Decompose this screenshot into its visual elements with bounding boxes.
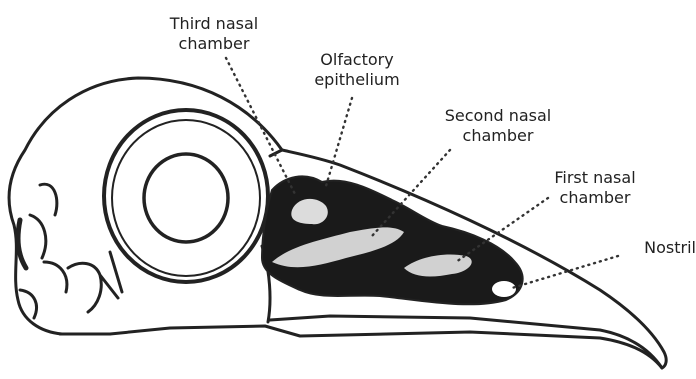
occipital-detail [20, 184, 67, 318]
label-third-nasal-chamber: Third nasal chamber [158, 14, 270, 54]
skull-rear-thick [18, 220, 26, 268]
label-nostril: Nostril [612, 238, 696, 258]
orbit-ring-outer [104, 110, 268, 282]
orbit-ring-inner [112, 120, 260, 276]
label-olfactory-epithelium: Olfactory epithelium [294, 50, 420, 90]
leader-olfactory [326, 98, 352, 186]
leader-nostril [512, 256, 618, 288]
quadrate-detail [68, 252, 122, 312]
label-olf-line2: epithelium [294, 70, 420, 90]
nostril-highlight [492, 281, 516, 297]
nasal-chambers [262, 176, 523, 304]
label-second-line2: chamber [432, 126, 564, 146]
orbit [104, 110, 268, 282]
label-third-line1: Third nasal [158, 14, 270, 34]
label-first-line1: First nasal [540, 168, 650, 188]
label-olf-line1: Olfactory [294, 50, 420, 70]
label-nostril-line1: Nostril [612, 238, 696, 258]
label-second-nasal-chamber: Second nasal chamber [432, 106, 564, 146]
label-second-line1: Second nasal [432, 106, 564, 126]
eye-circle [144, 154, 228, 242]
label-first-nasal-chamber: First nasal chamber [540, 168, 650, 208]
label-third-line2: chamber [158, 34, 270, 54]
label-first-line2: chamber [540, 188, 650, 208]
lower-jaw-outline [60, 326, 662, 368]
